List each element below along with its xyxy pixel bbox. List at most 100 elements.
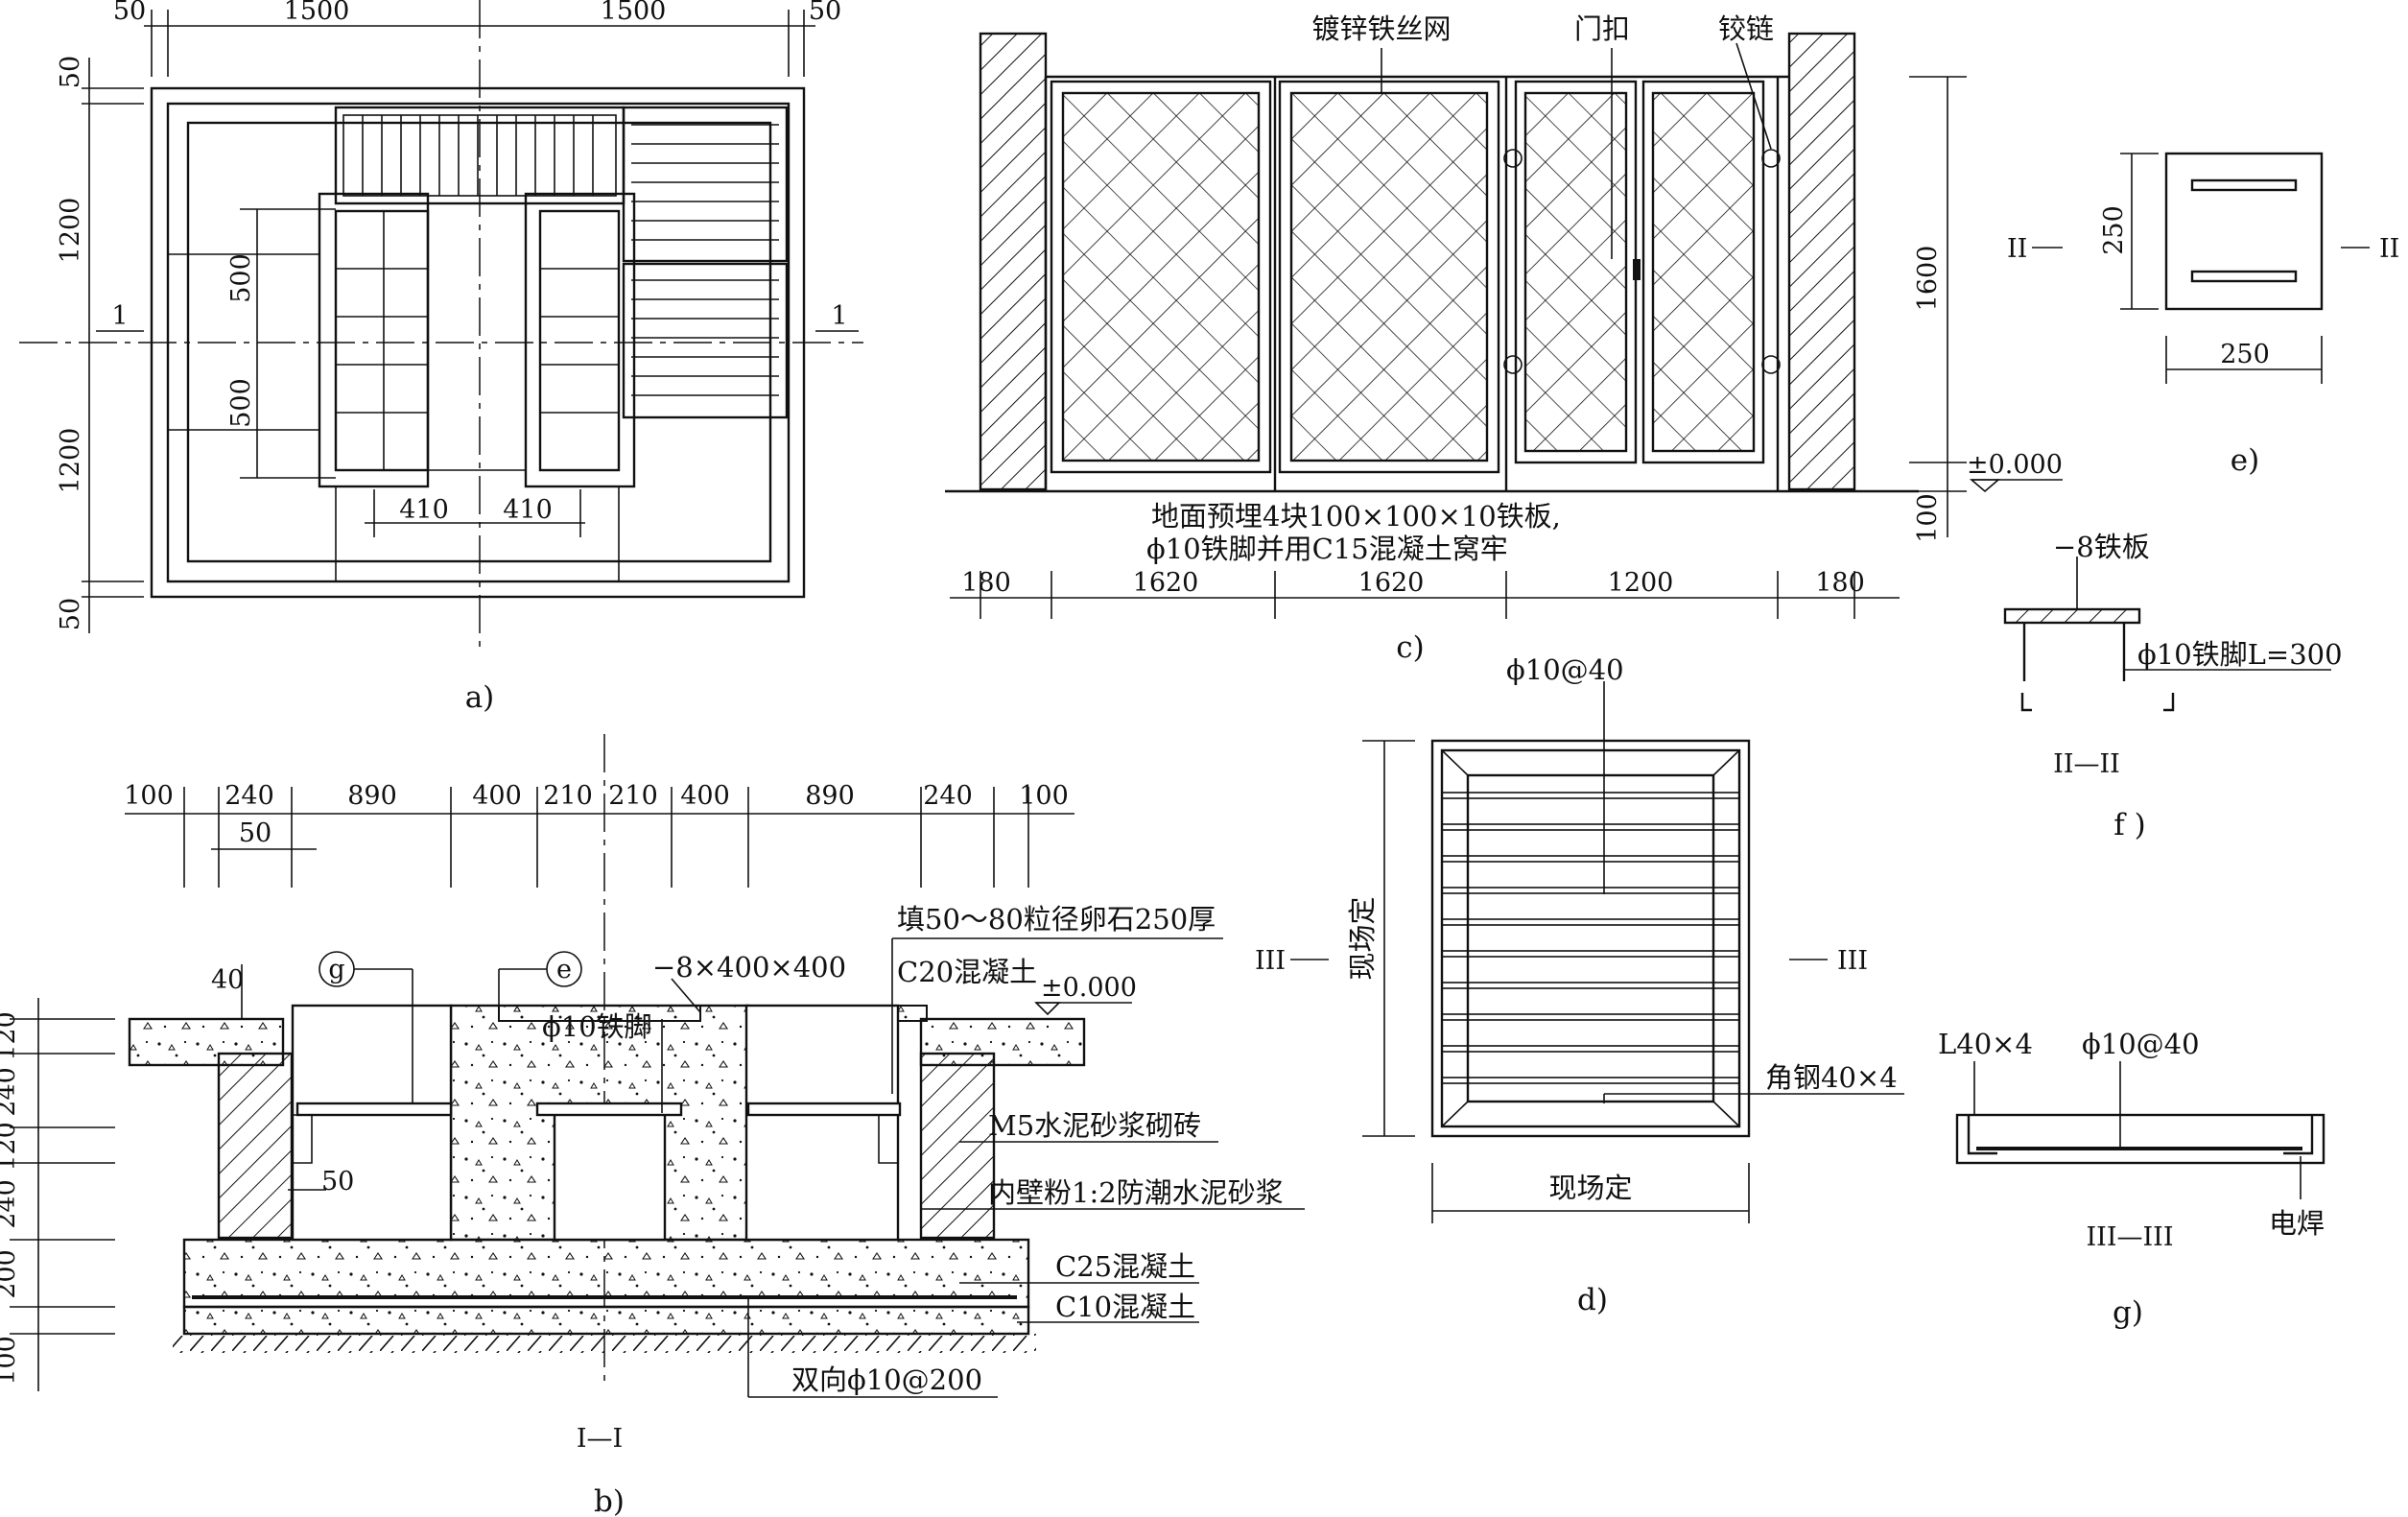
- section-b-rebar-label: 双向ϕ10@200: [791, 1363, 982, 1396]
- caption-c: c): [1396, 630, 1424, 665]
- section-b-dim-top-4: 210: [543, 781, 593, 811]
- grate-bars: [1441, 792, 1740, 1084]
- section-b-dim-top-7: 890: [805, 781, 855, 811]
- section-b-dim-left-2: 120: [0, 1122, 21, 1172]
- section-f-title: II—II: [2053, 749, 2120, 779]
- fence-label-mesh: 镀锌铁丝网: [1311, 12, 1451, 45]
- section-b-plaster-label: 内壁粉1:2防潮水泥砂浆: [988, 1176, 1284, 1209]
- fence-dim-bottom-1: 1620: [1133, 568, 1199, 598]
- fence-note-1: 地面预埋4块100×100×10铁板,: [1151, 500, 1561, 533]
- section-b-level: ±0.000: [1041, 973, 1137, 1003]
- grate-plan-d: ϕ10@40 角钢40×4 现场定 现场定 III III d): [1255, 653, 1904, 1317]
- fence-dim-bottom-2: 1620: [1358, 568, 1425, 598]
- fence-dim-bottom-0: 180: [961, 568, 1011, 598]
- plan-section-mark-right: 1: [831, 301, 847, 331]
- plate-dim-v: 250: [2099, 205, 2129, 255]
- plan-dim-top-3: 50: [809, 0, 841, 26]
- section-b-dim-top-2: 890: [347, 781, 397, 811]
- plate-mark-left: II: [2007, 234, 2027, 264]
- caption-b: b): [594, 1484, 625, 1517]
- latch-mark: [1633, 259, 1641, 280]
- section-g-bar-label: ϕ10@40: [2082, 1028, 2200, 1060]
- section-b-dim-left-5: 100: [0, 1336, 21, 1386]
- section-view-b: 100 240 890 400 210 210 400 890 240 100 …: [0, 734, 1305, 1517]
- section-b-dim-left-1: 240: [0, 1067, 21, 1117]
- section-b-brick-label: M5水泥砂浆砌砖: [988, 1109, 1201, 1142]
- section-b-dim-left-3: 240: [0, 1179, 21, 1229]
- plan-dim-top-2: 1500: [601, 0, 667, 26]
- caption-g: g): [2113, 1295, 2143, 1330]
- section-b-small-dim-1: 50: [321, 1167, 354, 1197]
- section-b-c25-label: C25混凝土: [1055, 1250, 1195, 1283]
- section-b-dim-top-8: 240: [923, 781, 973, 811]
- plan-dim-left-0: 50: [56, 56, 85, 88]
- caption-f: f ): [2113, 808, 2145, 842]
- fence-label-latch: 门扣: [1574, 12, 1630, 45]
- plan-view-a: 50 1500 1500 50 50 1200 1200 50 500 500 …: [19, 0, 863, 715]
- hinge-icon: [1503, 149, 1523, 168]
- grate-bottom-label: 现场定: [1548, 1172, 1632, 1204]
- plate-detail-e: 250 250 II II e): [2007, 152, 2399, 478]
- section-g-weld-label: 电焊: [2269, 1207, 2325, 1240]
- caption-e: e): [2231, 443, 2259, 478]
- fence-level: ±0.000: [1967, 450, 2063, 480]
- fence-dim-bottom-4: 180: [1815, 568, 1865, 598]
- section-b-dim-top-1: 240: [224, 781, 274, 811]
- plate-dim-h: 250: [2220, 340, 2270, 369]
- grate-mark-left: III: [1255, 946, 1286, 976]
- plan-dimensions: [82, 10, 859, 633]
- plan-dim-bottom-1: 410: [503, 495, 553, 525]
- section-b-dim-left-4: 200: [0, 1249, 21, 1299]
- section-b-dim-left-0: 120: [0, 1011, 21, 1061]
- right-grate-bars: [631, 124, 779, 396]
- section-f: −8铁板 ϕ10铁脚L=300 II—II f ): [2003, 531, 2343, 842]
- section-b-dim-top-6: 400: [680, 781, 730, 811]
- section-b-sub-dim: 50: [239, 818, 271, 848]
- plate-mark-right: II: [2379, 234, 2399, 264]
- hinge-icon: [1503, 355, 1523, 374]
- caption-d: d): [1577, 1283, 1608, 1317]
- plan-dim-left-3: 50: [56, 598, 85, 630]
- callout-g: g: [328, 955, 344, 984]
- section-f-foot-label: ϕ10铁脚L=300: [2137, 638, 2343, 671]
- section-b-dim-top-0: 100: [124, 781, 174, 811]
- section-b-gravel-label: 填50～80粒径卵石250厚: [897, 903, 1216, 936]
- section-b-c10-label: C10混凝土: [1055, 1291, 1195, 1323]
- plan-dim-top-1: 1500: [284, 0, 350, 26]
- grate-top-label: ϕ10@40: [1506, 653, 1624, 686]
- section-b-plate-label: −8×400×400: [652, 951, 846, 984]
- section-g: L40×4 ϕ10@40 电焊 III—III g): [1938, 1028, 2325, 1330]
- fence-dim-height: 1600: [1913, 246, 1943, 312]
- fence-dim-bottom-3: 1200: [1608, 568, 1674, 598]
- section-g-title: III—III: [2087, 1222, 2174, 1252]
- plan-dim-inner-0: 500: [226, 253, 256, 303]
- plan-dim-bottom-0: 410: [399, 495, 449, 525]
- hinge-icon: [1761, 149, 1781, 168]
- plan-dim-inner-1: 500: [226, 378, 256, 428]
- plan-dim-left-1: 1200: [56, 198, 85, 264]
- fence-dim-below: 100: [1913, 493, 1943, 543]
- section-b-title: I—I: [577, 1424, 623, 1454]
- caption-a: a): [465, 680, 495, 715]
- grate-side-label: 现场定: [1346, 896, 1379, 980]
- section-b-dim-top-9: 100: [1019, 781, 1069, 811]
- section-b-dim-top-3: 400: [472, 781, 522, 811]
- grate-angle-label: 角钢40×4: [1765, 1061, 1898, 1094]
- plan-dim-left-2: 1200: [56, 428, 85, 494]
- section-b-small-dim-0: 40: [211, 965, 244, 995]
- top-grate-bars: [362, 115, 594, 196]
- section-b-dimensions: [10, 787, 1074, 1391]
- hinge-icon: [1761, 355, 1781, 374]
- grate-mark-right: III: [1837, 946, 1868, 976]
- callout-e: e: [556, 955, 572, 984]
- section-g-angle-label: L40×4: [1938, 1028, 2033, 1060]
- section-b-foot-label: ϕ10铁脚: [542, 1010, 652, 1043]
- fence-elevation-c: 镀锌铁丝网 门扣 铰链 1600 100 ±0.000 地面预埋4块100×10…: [945, 12, 2063, 665]
- plan-dim-top-0: 50: [113, 0, 146, 26]
- fence-label-hinge: 铰链: [1718, 12, 1774, 45]
- section-f-plate-label: −8铁板: [2053, 531, 2150, 563]
- section-b-c20-label: C20混凝土: [897, 956, 1037, 988]
- section-b-dim-top-5: 210: [608, 781, 658, 811]
- plan-section-mark-left: 1: [111, 301, 128, 331]
